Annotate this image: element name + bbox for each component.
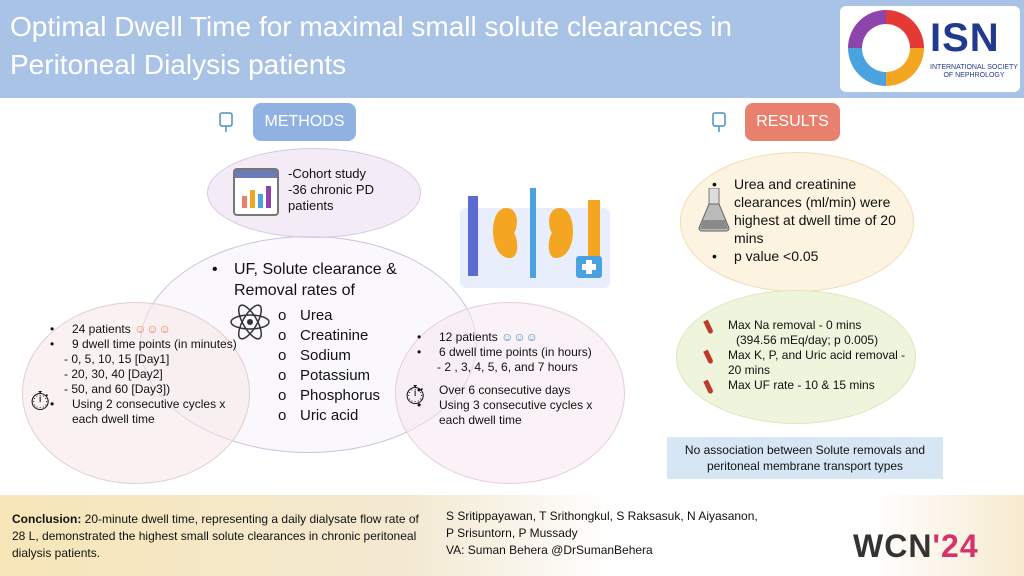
- clearance-finding: Urea and creatinine clearances (ml/min) …: [700, 175, 905, 247]
- solute-list: Urea Creatinine Sodium Potassium Phospho…: [278, 306, 380, 426]
- left-dwell: 9 dwell time points (in minutes): [38, 337, 243, 352]
- na-removal: Max Na removal - 0 mins: [702, 318, 912, 335]
- results-header: RESULTS: [745, 103, 840, 141]
- p-value: p value <0.05: [700, 247, 905, 265]
- no-association-note: No association between Solute removals a…: [667, 437, 943, 479]
- kpu-removal: Max K, P, and Uric acid removal - 20 min…: [702, 348, 912, 378]
- right-days: Over 6 consecutive days: [405, 383, 615, 398]
- isn-logo: ISN INTERNATIONAL SOCIETY OF NEPHROLOGY: [840, 6, 1020, 92]
- logo-subtext: INTERNATIONAL SOCIETY OF NEPHROLOGY: [930, 64, 1018, 79]
- removal-results-oval: [676, 290, 916, 424]
- isn-emblem-icon: [848, 10, 924, 86]
- stopwatch-icon: ⏱: [405, 380, 426, 410]
- clearance-results: Urea and creatinine clearances (ml/min) …: [700, 175, 905, 265]
- removal-results: Max Na removal - 0 mins (394.56 mEq/day;…: [702, 318, 912, 395]
- test-tube-icon: [703, 379, 714, 395]
- footer-banner: [0, 495, 1024, 576]
- left-patients: 24 patients ☺☺☺: [38, 322, 243, 337]
- test-tube-icon: [703, 349, 714, 365]
- pd-bag-icon: [219, 112, 233, 132]
- right-dwell: 6 dwell time points (in hours): [405, 345, 615, 360]
- people-icon: ☺☺☺: [501, 330, 538, 344]
- visual-abstract-credit: VA: Suman Behera @DrSumanBehera: [446, 543, 653, 557]
- conclusion: Conclusion: 20-minute dwell time, repres…: [12, 512, 419, 560]
- solute-item: Phosphorus: [278, 386, 380, 406]
- solute-item: Uric acid: [278, 406, 380, 426]
- stopwatch-icon: ⏱: [30, 386, 51, 416]
- authors: S Sritippayawan, T Srithongkul, S Raksas…: [446, 508, 816, 559]
- minutes-cohort-details: 24 patients ☺☺☺ 9 dwell time points (in …: [38, 322, 243, 427]
- wcn-logo: WCN'24: [853, 528, 979, 564]
- people-icon: ☺☺☺: [134, 322, 171, 336]
- page-title: Optimal Dwell Time for maximal small sol…: [10, 11, 732, 80]
- uf-rate: Max UF rate - 10 & 15 mins: [702, 378, 912, 395]
- hours-cohort-details: 12 patients ☺☺☺ 6 dwell time points (in …: [405, 330, 615, 428]
- solute-item: Urea: [278, 306, 380, 326]
- solute-item: Potassium: [278, 366, 380, 386]
- solute-item: Sodium: [278, 346, 380, 366]
- cohort-line: -Cohort study: [288, 166, 367, 181]
- right-patients: 12 patients ☺☺☺: [405, 330, 615, 345]
- left-cycles: Using 2 consecutive cycles x each dwell …: [38, 397, 243, 427]
- na-detail: (394.56 mEq/day; p 0.005): [736, 333, 879, 347]
- solute-item: Creatinine: [278, 326, 380, 346]
- cohort-description: -Cohort study -36 chronic PD patients: [288, 166, 413, 214]
- bar-chart-icon: [233, 168, 279, 216]
- cohort-line: -36 chronic PD patients: [288, 182, 374, 213]
- pd-bag-icon: [712, 112, 726, 132]
- kidney-illustration-icon: [460, 188, 610, 288]
- right-hours: - 2 , 3, 4, 5, 6, and 7 hours: [437, 360, 578, 374]
- methods-header: METHODS: [253, 103, 356, 141]
- logo-text: ISN: [930, 16, 1000, 60]
- left-days: - 0, 5, 10, 15 [Day1] - 20, 30, 40 [Day2…: [64, 352, 171, 396]
- test-tube-icon: [703, 319, 714, 335]
- right-cycles: Using 3 consecutive cycles x each dwell …: [405, 398, 615, 428]
- uf-heading: UF, Solute clearance & Removal rates of: [200, 259, 430, 301]
- cohort-oval: [207, 148, 421, 238]
